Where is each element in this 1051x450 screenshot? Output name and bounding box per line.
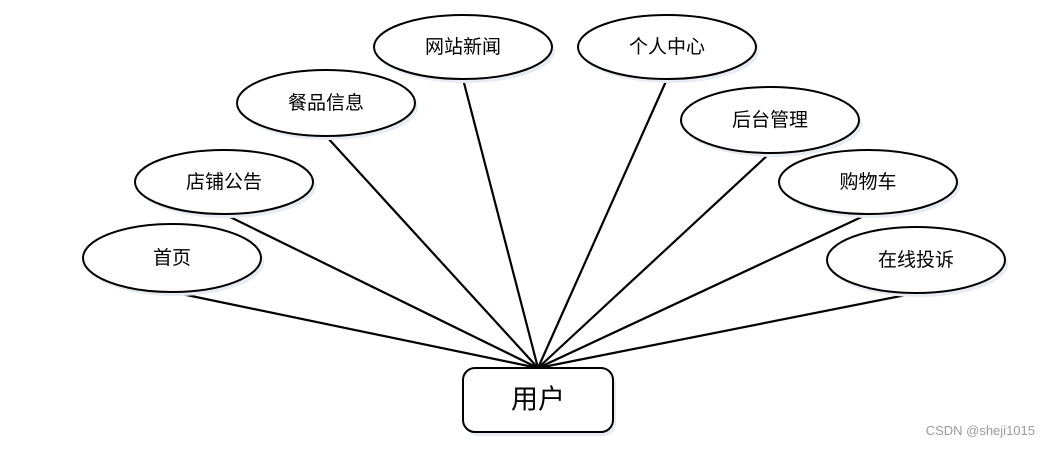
node-store-notice: 店铺公告 <box>134 149 316 218</box>
edge-home <box>171 290 539 370</box>
node-ellipse-admin <box>680 86 860 154</box>
node-label-home: 首页 <box>153 247 191 269</box>
edges <box>171 78 917 370</box>
node-ellipse-complaint <box>826 226 1006 294</box>
node-complaint: 在线投诉 <box>826 226 1008 297</box>
node-label-complaint: 在线投诉 <box>878 249 954 271</box>
edge-site-news <box>461 78 540 369</box>
node-ellipse-personal-center <box>577 14 757 80</box>
node-ellipse-store-notice <box>134 149 314 215</box>
node-site-news: 网站新闻 <box>373 14 555 83</box>
edge-personal-center <box>536 78 669 369</box>
node-label-personal-center: 个人中心 <box>629 36 705 58</box>
node-ellipse-site-news <box>373 14 553 80</box>
node-ellipse-food-info <box>236 69 416 137</box>
node-food-info: 餐品信息 <box>236 69 418 140</box>
root-label: 用户 <box>511 385 565 416</box>
node-label-food-info: 餐品信息 <box>288 92 364 114</box>
node-label-cart: 购物车 <box>839 171 896 193</box>
node-home: 首页 <box>82 223 264 296</box>
root-node: 用户 <box>462 367 616 436</box>
edge-admin <box>537 152 771 369</box>
node-ellipse-home <box>82 223 262 293</box>
node-admin: 后台管理 <box>680 86 862 157</box>
root-box <box>462 367 614 433</box>
node-ellipse-cart <box>778 149 958 215</box>
edge-food-info <box>325 135 539 369</box>
node-label-store-notice: 店铺公告 <box>186 171 262 193</box>
edge-store-notice <box>223 213 539 369</box>
node-cart: 购物车 <box>778 149 960 218</box>
node-label-admin: 后台管理 <box>732 109 808 131</box>
watermark: CSDN @sheji1015 <box>925 423 1035 438</box>
node-personal-center: 个人中心 <box>577 14 759 83</box>
edge-cart <box>537 213 869 369</box>
node-label-site-news: 网站新闻 <box>425 36 501 58</box>
edge-complaint <box>537 291 917 370</box>
